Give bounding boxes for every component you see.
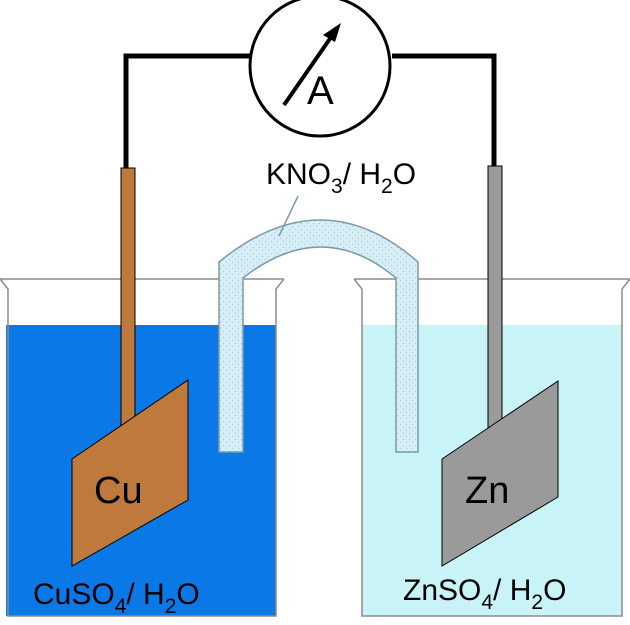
left-beaker-glass (0, 278, 285, 617)
right-beaker-glass (353, 278, 630, 617)
cuso4-label-mid: / H (126, 578, 164, 611)
salt-bridge-label-mid: / H (343, 158, 381, 191)
znso4-label-mid: / H (493, 574, 531, 607)
salt-bridge-label: KNO3/ H2O (266, 158, 416, 198)
left-wire (123, 53, 250, 168)
right-wire (392, 53, 497, 168)
cuso4-label-end: O (176, 578, 199, 611)
zinc-label: Zn (465, 470, 509, 512)
ammeter-label: A (307, 69, 334, 113)
copper-rod (120, 167, 136, 434)
copper-label: Cu (94, 470, 143, 512)
cuso4-label-sub: 4 (115, 595, 127, 618)
ammeter-needle (282, 28, 338, 107)
salt-bridge-label-sub2: 2 (381, 175, 393, 198)
salt-bridge (218, 219, 419, 453)
znso4-label-sub: 4 (481, 591, 493, 614)
copper-plate (71, 379, 189, 567)
ammeter-dial (248, 0, 392, 138)
cuso4-label-main: CuSO (33, 578, 115, 611)
salt-bridge-leader-line (278, 195, 299, 237)
cuso4-label-sub2: 2 (165, 595, 177, 618)
needle-arrowhead-icon (323, 23, 341, 42)
znso4-label-main: ZnSO (403, 574, 481, 607)
znso4-label-end: O (543, 574, 566, 607)
cuso4-label: CuSO4/ H2O (33, 578, 200, 618)
ammeter: A (248, 0, 392, 138)
znso4-label-sub2: 2 (531, 591, 543, 614)
zinc-plate (441, 380, 559, 567)
salt-bridge-label-end: O (393, 158, 416, 191)
zinc-electrode: Zn (441, 165, 559, 567)
salt-bridge-label-sub: 3 (331, 175, 343, 198)
zinc-rod (487, 165, 503, 429)
znso4-label: ZnSO4/ H2O (403, 574, 566, 614)
salt-bridge-label-main: KNO (266, 158, 331, 191)
copper-electrode: Cu (71, 167, 189, 567)
